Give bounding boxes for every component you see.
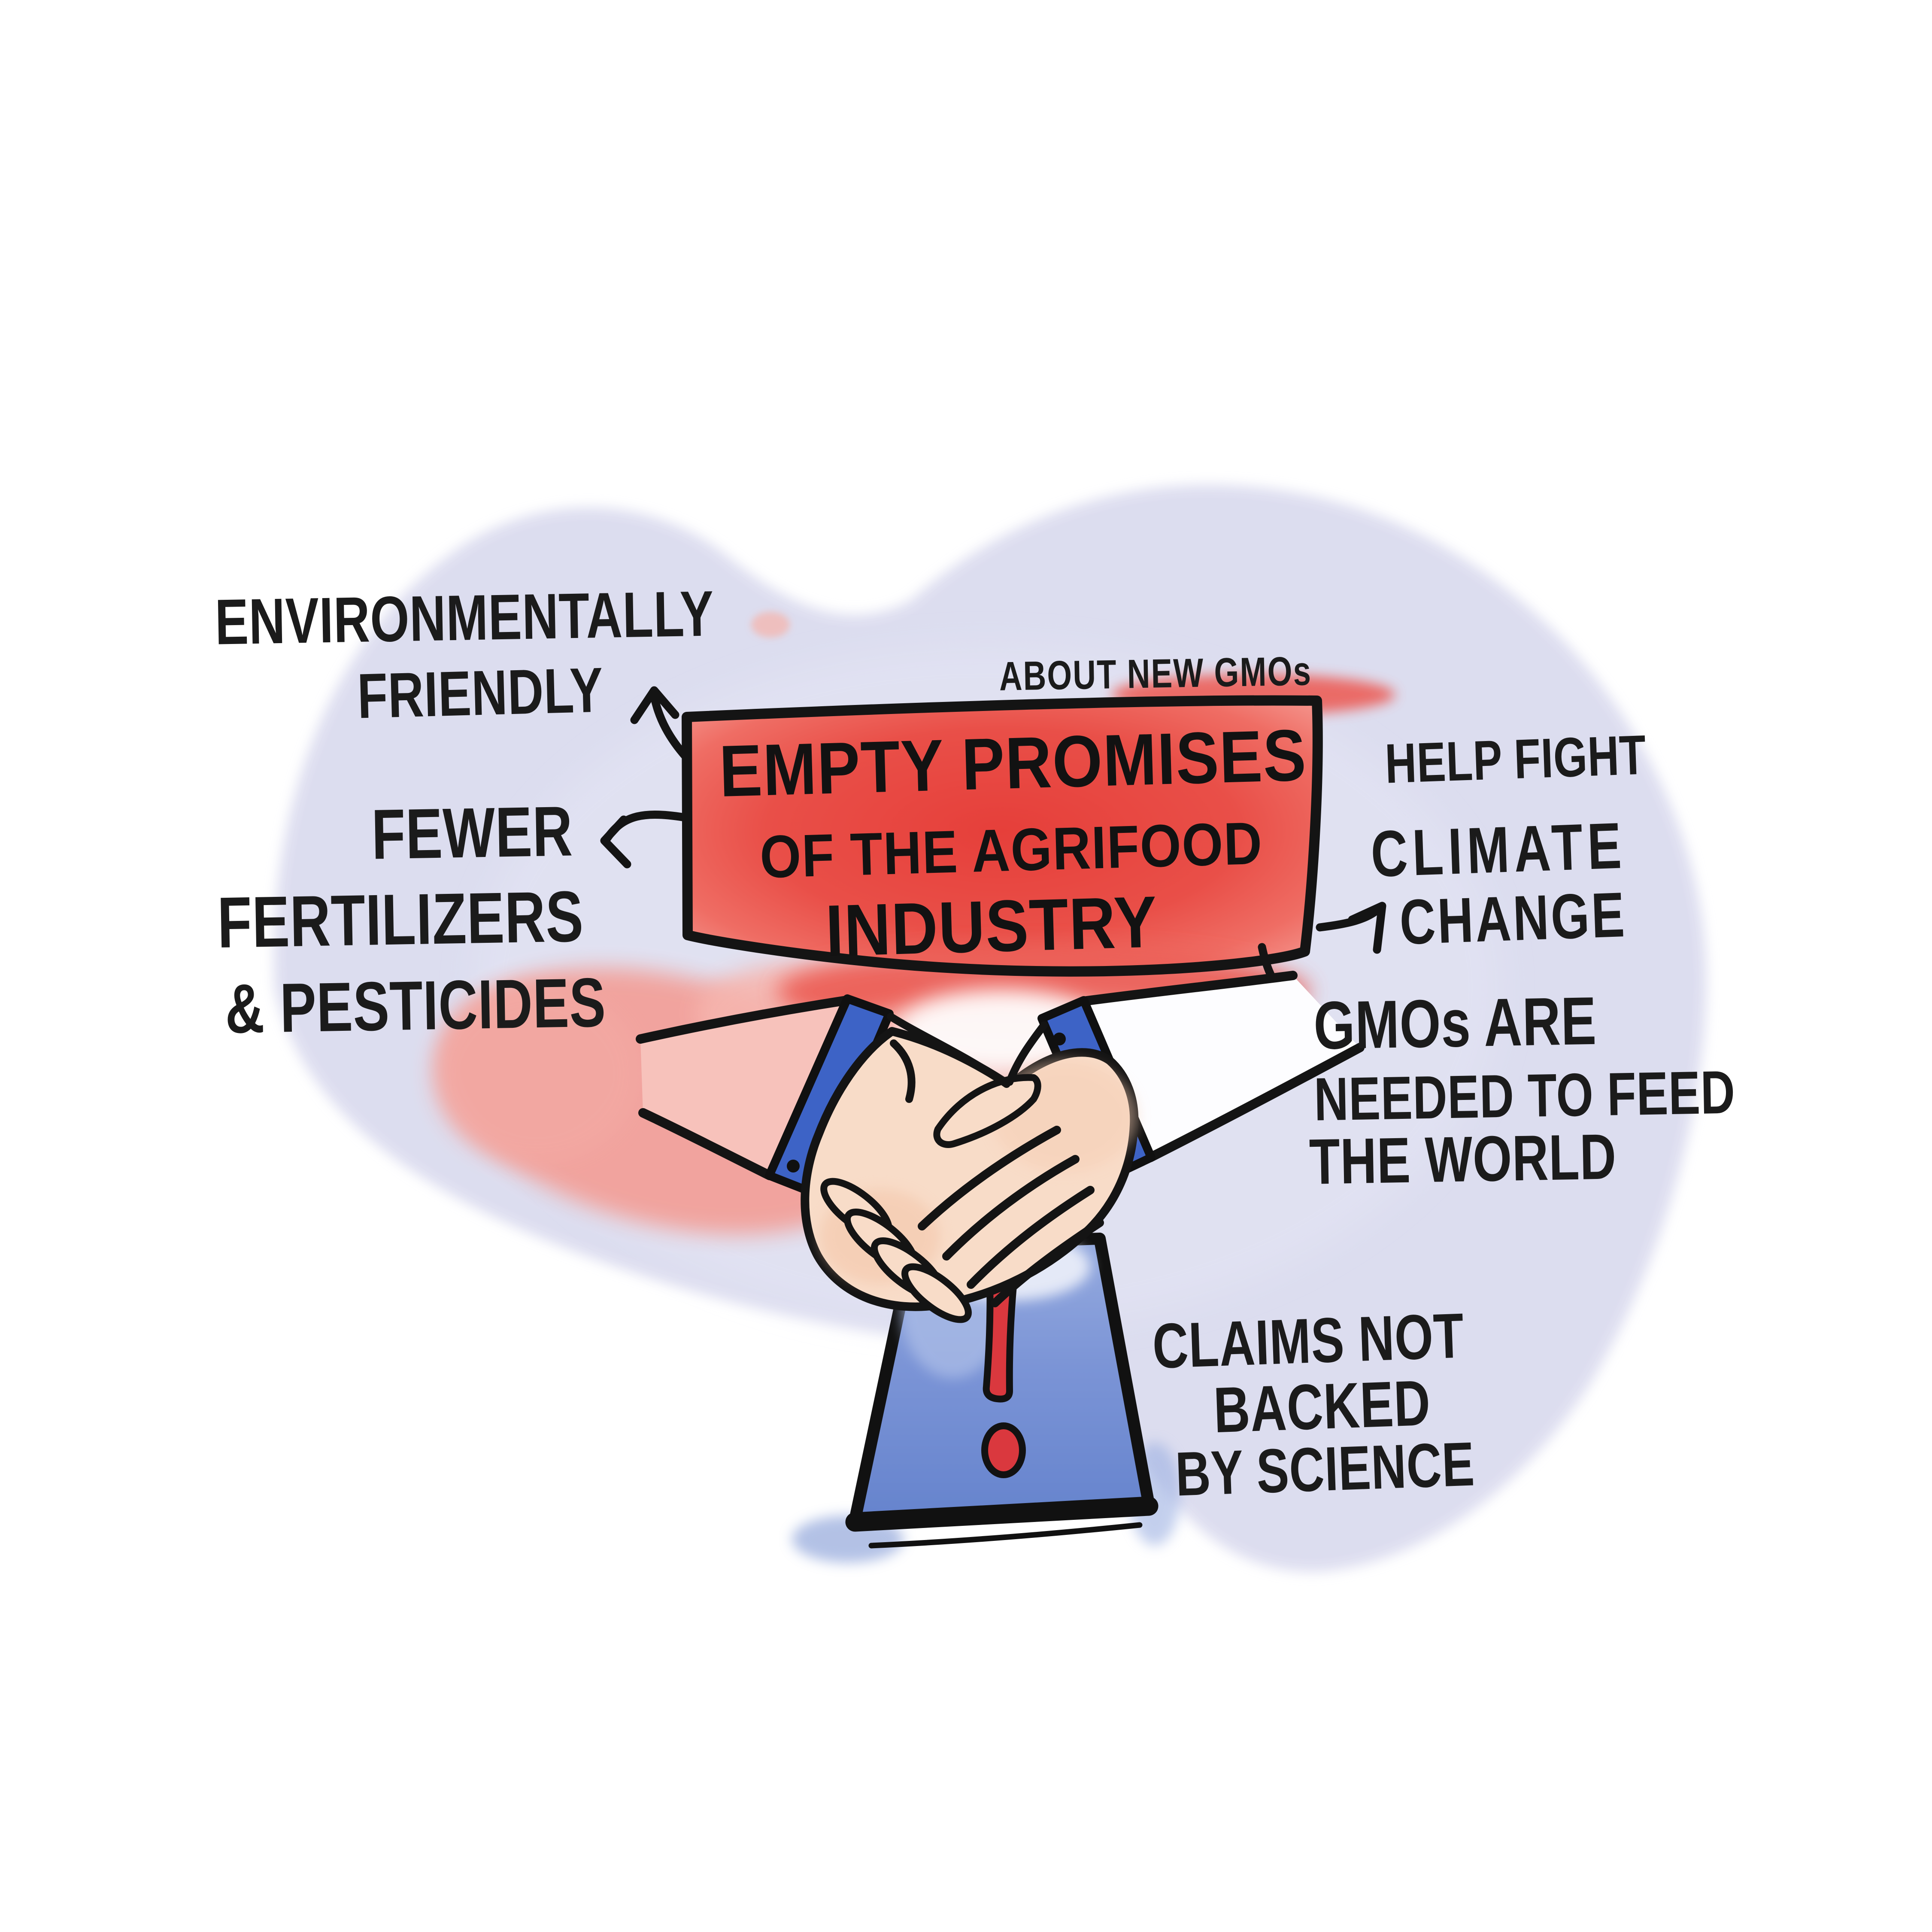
pink-smudge [751, 612, 790, 638]
clasped-hands [801, 1013, 1139, 1323]
label-food-security-line-3: THE WORLD [1308, 1120, 1617, 1198]
label-conclusion-line-3: BY SCIENCE [1174, 1429, 1476, 1509]
arrow-left-icon [600, 810, 692, 869]
label-chemicals-line-1: FEWER [371, 791, 573, 874]
label-environment-line-2: FRIENDLY [356, 654, 604, 732]
arrow-up-icon [630, 686, 690, 761]
box-border [682, 695, 1323, 977]
box-title-line-1: EMPTY PROMISES [718, 714, 1308, 813]
label-climate-line-1: HELP FIGHT [1384, 723, 1647, 795]
subject-note: ABOUT NEW GMOs [998, 648, 1313, 699]
box-title-line-2: OF THE AGRIFOOD [759, 809, 1264, 891]
label-chemicals-line-3: & PESTICIDES [224, 963, 607, 1048]
label-environment-line-1: ENVIRONMENTALLY [214, 577, 715, 658]
arrow-up-right-icon [1316, 902, 1386, 954]
right-sleeve [1084, 975, 1360, 1157]
box-title-line-3: INDUSTRY [824, 881, 1159, 972]
label-climate-line-3: CHANGE [1398, 879, 1628, 958]
label-chemicals-line-2: FERTILIZERS [216, 876, 585, 963]
label-food-security-line-1: GMOs ARE [1313, 983, 1597, 1064]
